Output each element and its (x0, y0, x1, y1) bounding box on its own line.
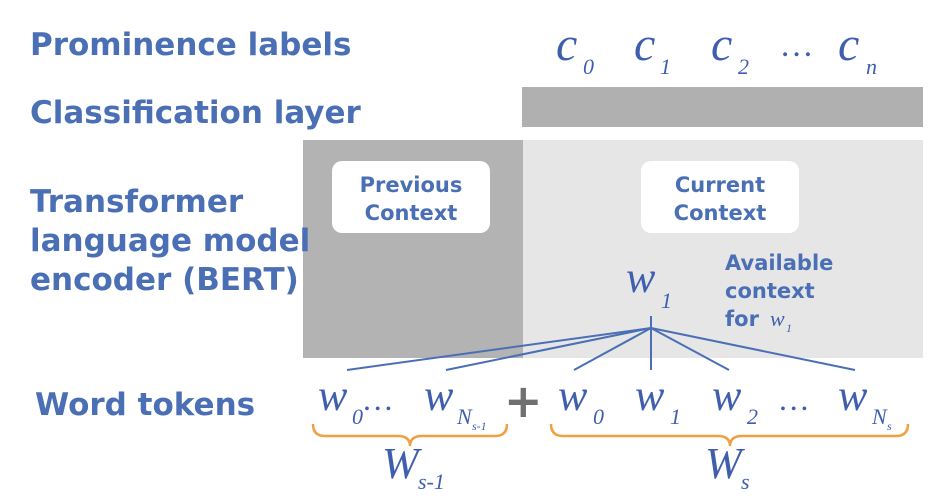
prominence-symbols: c 0 c 1 c 2 … c n (556, 18, 877, 79)
cur-token-w2-subscript: 2 (747, 404, 758, 429)
c0-subscript: 0 (583, 54, 594, 79)
attention-line-to-prev-w0 (346, 327, 652, 371)
cur-token-wN: w (838, 371, 868, 420)
previous-context-box (332, 161, 490, 233)
current-sentence-W-subscript: s (741, 469, 750, 494)
cur-token-wN-subsubscript: s (887, 419, 892, 433)
cn-symbol: c (838, 18, 859, 71)
prev-token-w0-subscript: 0 (352, 404, 363, 429)
c2-symbol: c (711, 18, 732, 71)
classification-layer-label: Classification layer (30, 95, 362, 131)
available-context-line1: Available (725, 251, 833, 275)
plus-sign: + (504, 374, 543, 428)
prev-token-w0: w (318, 371, 348, 420)
c-ellipsis: … (782, 27, 812, 64)
c0-symbol: c (556, 18, 577, 71)
transformer-label-line3: encoder (BERT) (30, 262, 299, 298)
prev-token-wN-subsubscript: s-1 (472, 419, 487, 433)
available-context-w-subscript: 1 (786, 321, 792, 335)
c1-symbol: c (634, 18, 655, 71)
current-sentence-W: W (705, 439, 745, 488)
word-tokens-label: Word tokens (35, 387, 255, 423)
previous-context-text-line2: Context (365, 201, 458, 225)
previous-sentence-W-subscript: s-1 (418, 469, 445, 494)
cn-subscript: n (866, 54, 877, 79)
cur-token-w0: w (558, 371, 588, 420)
prev-token-wN: w (424, 371, 454, 420)
current-context-text-line1: Current (675, 173, 765, 197)
prev-token-wN-subscript: N (456, 404, 473, 429)
encoder-output-w: w (626, 253, 656, 302)
attention-line-to-wN (650, 327, 856, 371)
available-context-w: w (770, 306, 785, 331)
c2-subscript: 2 (738, 54, 749, 79)
encoder-output-subscript: 1 (661, 288, 672, 313)
cur-token-ellipsis: … (780, 381, 808, 417)
available-context-line3: for (725, 307, 760, 331)
attention-line-to-prev-wN (445, 327, 652, 371)
current-context-text-line2: Context (674, 201, 767, 225)
cur-token-w1: w (635, 371, 665, 420)
prominence-labels-label: Prominence labels (30, 27, 351, 63)
cur-token-w2: w (712, 371, 742, 420)
attention-line-to-w0 (573, 327, 652, 371)
cur-token-w0-subscript: 0 (593, 404, 604, 429)
prev-token-ellipsis: … (364, 381, 392, 417)
classification-layer-bar (522, 87, 923, 127)
current-sentence-brace (549, 423, 910, 447)
previous-sentence-W: W (382, 439, 422, 488)
previous-sentence-tokens: w 0 … w N s-1 (318, 371, 487, 433)
current-context-box (641, 161, 799, 233)
transformer-label-line2: language model (30, 223, 310, 259)
previous-sentence-brace (311, 423, 509, 447)
attention-lines (346, 327, 856, 371)
available-context-line2: context (725, 279, 815, 303)
c1-subscript: 1 (660, 54, 671, 79)
current-sentence-tokens: w 0 w 1 w 2 … w N s (558, 371, 892, 433)
attention-line-to-w2 (650, 327, 730, 371)
previous-context-text-line1: Previous (360, 173, 463, 197)
cur-token-w1-subscript: 1 (670, 404, 681, 429)
cur-token-wN-subscript: N (871, 404, 888, 429)
transformer-label-line1: Transformer (30, 184, 244, 220)
